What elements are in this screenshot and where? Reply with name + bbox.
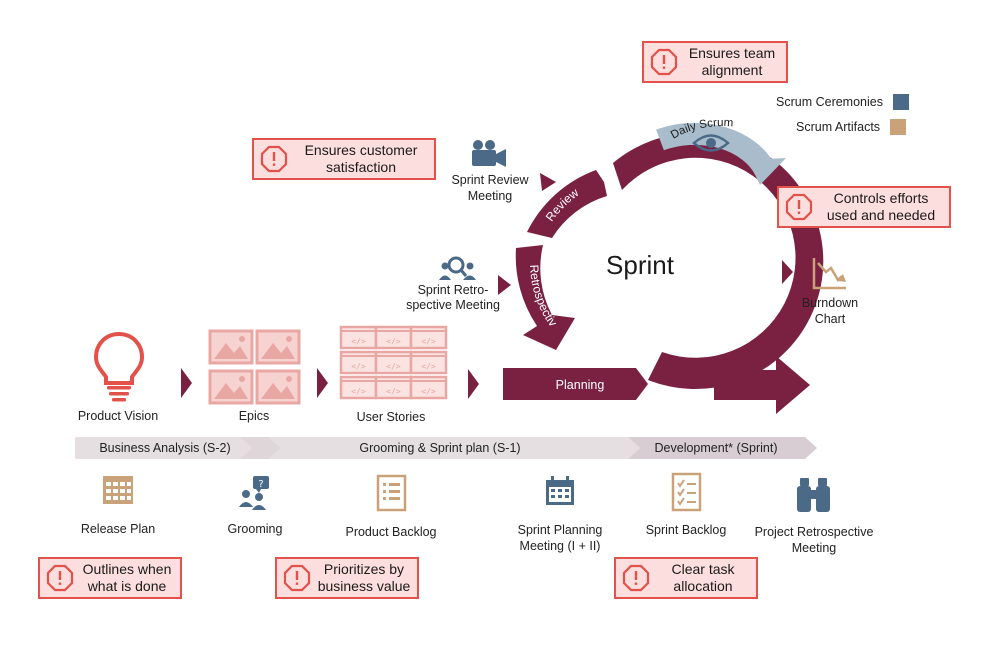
phase-business-label: Business Analysis (S-2) bbox=[99, 441, 230, 455]
warning-octagon-icon bbox=[785, 193, 813, 221]
burndown-pointer bbox=[782, 260, 793, 284]
flow-arrow-1 bbox=[181, 368, 192, 398]
epics-icon bbox=[208, 329, 301, 405]
phase-development bbox=[628, 437, 817, 459]
implementation-arc bbox=[613, 133, 824, 390]
callout-prioritizes: Prioritizes by business value bbox=[275, 557, 419, 599]
warning-octagon-icon bbox=[260, 145, 288, 173]
warning-octagon-icon bbox=[46, 564, 74, 592]
team-search-icon bbox=[439, 256, 476, 280]
phase-grooming-label: Grooming & Sprint plan (S-1) bbox=[359, 441, 520, 455]
sprint-review-label-1: Sprint Review bbox=[451, 173, 529, 187]
callout-customer-satisfaction-text: Ensures customer satisfaction bbox=[304, 142, 418, 175]
video-camera-icon bbox=[472, 140, 506, 167]
user-stories-label: User Stories bbox=[357, 410, 426, 424]
callout-prioritizes-text: Prioritizes by business value bbox=[317, 561, 411, 594]
sprint-retro-label-2: spective Meeting bbox=[406, 298, 500, 312]
warning-octagon-icon bbox=[283, 564, 311, 592]
binoculars-icon bbox=[797, 478, 830, 512]
burndown-chart-icon bbox=[812, 258, 846, 290]
callout-task-allocation: Clear task allocation bbox=[614, 557, 758, 599]
planning-label: Planning bbox=[556, 378, 605, 392]
calendar-icon bbox=[546, 476, 574, 505]
sprint-planning-label-1: Sprint Planning bbox=[518, 523, 603, 537]
implementation-label: Implementation bbox=[701, 168, 760, 247]
project-retro-label-2: Meeting bbox=[792, 541, 837, 555]
legend-artifacts: Scrum Artifacts bbox=[796, 119, 907, 135]
checklist-icon bbox=[671, 472, 702, 512]
backlog-list-icon bbox=[376, 474, 407, 512]
phase-business-grooming bbox=[75, 437, 640, 459]
project-retro-label-1: Project Retrospective bbox=[755, 525, 874, 539]
callout-task-allocation-text: Clear task allocation bbox=[671, 561, 735, 594]
planning-arrow bbox=[503, 368, 648, 400]
grooming-label: Grooming bbox=[228, 522, 283, 536]
eye-icon bbox=[692, 134, 730, 152]
flow-arrow-2 bbox=[317, 368, 328, 398]
grooming-people-icon: ? bbox=[239, 476, 269, 510]
sprint-retro-label-1: Sprint Retro- bbox=[418, 283, 489, 297]
phase-bar bbox=[75, 437, 817, 459]
legend-artifacts-label: Scrum Artifacts bbox=[796, 120, 881, 134]
review-pointer bbox=[540, 173, 556, 191]
phase-development-label: Development* (Sprint) bbox=[655, 441, 778, 455]
flow-arrow-3 bbox=[468, 369, 479, 399]
callout-team-alignment-text: Ensures team alignment bbox=[688, 45, 776, 78]
retro-pointer bbox=[498, 275, 511, 295]
sprint-planning-label-2: Meeting (I + II) bbox=[520, 539, 601, 553]
lightbulb-icon bbox=[93, 331, 145, 402]
warning-octagon-icon bbox=[650, 48, 678, 76]
product-backlog-label: Product Backlog bbox=[345, 525, 436, 539]
daily-scrum-arrowhead bbox=[748, 158, 786, 185]
epics-label: Epics bbox=[239, 409, 270, 423]
legend-ceremonies-swatch bbox=[892, 94, 909, 110]
svg-text:</>: </> bbox=[351, 337, 366, 346]
product-vision-label: Product Vision bbox=[78, 409, 158, 423]
review-arc bbox=[527, 170, 607, 238]
phase-divider bbox=[240, 437, 280, 459]
callout-controls-efforts: Controls efforts used and needed bbox=[777, 186, 951, 228]
sprint-title: Sprint bbox=[606, 250, 675, 280]
retrospective-arc bbox=[515, 245, 575, 350]
callout-controls-efforts-text: Controls efforts used and needed bbox=[826, 190, 936, 223]
legend-ceremonies-label: Scrum Ceremonies bbox=[776, 95, 883, 109]
burndown-label-1: Burndown bbox=[802, 296, 858, 310]
svg-text:?: ? bbox=[258, 479, 263, 490]
legend-artifacts-swatch bbox=[890, 119, 907, 135]
calendar-grid-icon bbox=[103, 476, 133, 504]
sprint-review-label-2: Meeting bbox=[468, 189, 513, 203]
callout-team-alignment: Ensures team alignment bbox=[642, 41, 788, 83]
legend-ceremonies: Scrum Ceremonies bbox=[776, 94, 909, 110]
warning-octagon-icon bbox=[622, 564, 650, 592]
user-stories-icon: </> bbox=[339, 325, 448, 400]
sprint-backlog-label: Sprint Backlog bbox=[646, 523, 727, 537]
callout-outlines: Outlines when what is done bbox=[38, 557, 182, 599]
exit-arrow bbox=[714, 356, 810, 414]
callout-outlines-text: Outlines when what is done bbox=[82, 561, 172, 594]
burndown-label-2: Chart bbox=[815, 312, 846, 326]
release-plan-label: Release Plan bbox=[81, 522, 155, 536]
callout-customer-satisfaction: Ensures customer satisfaction bbox=[252, 138, 436, 180]
